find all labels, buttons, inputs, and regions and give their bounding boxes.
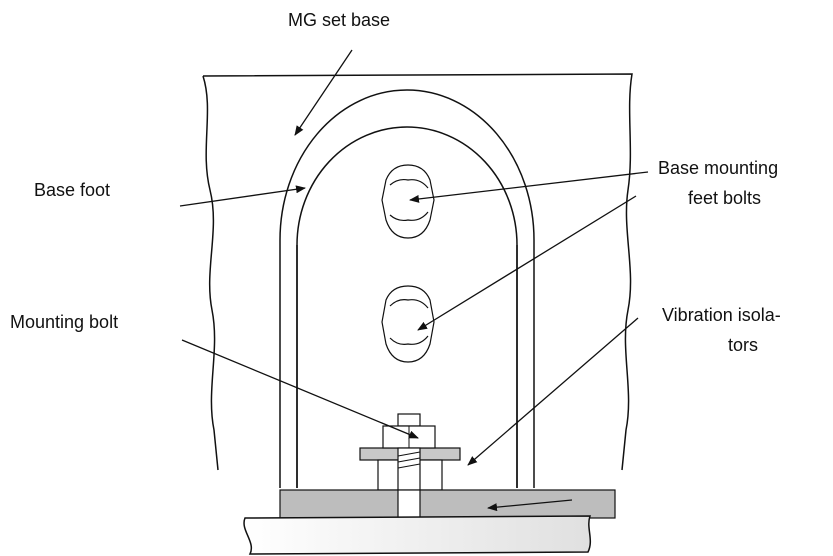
mounting-bolt-threads [397, 451, 421, 469]
feet-bolts-leader-lower [417, 195, 637, 331]
foundation-floor [243, 515, 592, 555]
base-foot-outer-arch [279, 89, 535, 488]
base-foot-leader [179, 185, 306, 207]
vibration-isolators-leader-lower [487, 499, 573, 512]
mounting-bolt-leader [181, 339, 419, 439]
mounting-bolt-head [397, 413, 421, 427]
vibration-isolator-pad [279, 489, 616, 519]
label-base-mounting-feet-bolts-1: Base mounting [658, 158, 778, 178]
label-mg-set-base: MG set base [288, 10, 390, 30]
mg-set-base-outline [202, 73, 633, 471]
bolt-through-pad [397, 489, 421, 519]
label-base-mounting-feet-bolts-2: feet bolts [688, 188, 761, 208]
label-base-foot: Base foot [34, 180, 110, 200]
base-foot-inner-arch [296, 126, 518, 488]
base-mounting-bolt-upper [381, 164, 435, 239]
mg-set-base-leader [294, 49, 353, 136]
label-vibration-isolators-1: Vibration isola- [662, 305, 781, 325]
feet-bolts-leader-upper [409, 171, 649, 203]
label-mounting-bolt: Mounting bolt [10, 312, 118, 332]
label-vibration-isolators-2: tors [728, 335, 758, 355]
base-mounting-bolt-lower [381, 285, 435, 363]
vibration-isolators-leader-upper [467, 317, 639, 466]
